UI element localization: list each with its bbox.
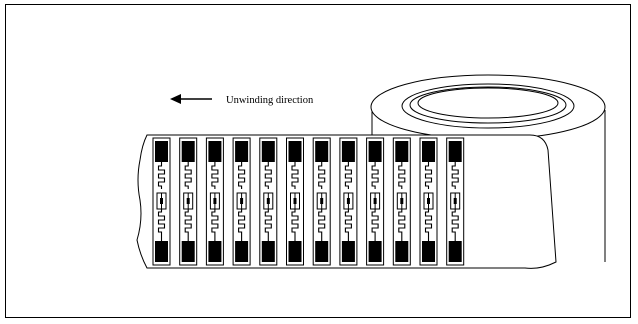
rfid-tag-icon	[179, 137, 198, 266]
rfid-tag-icon	[339, 137, 358, 266]
rfid-tag-icon	[446, 137, 465, 266]
arrow-left-icon	[170, 94, 212, 104]
rfid-tag-icon	[259, 137, 278, 266]
rfid-tag-icon	[366, 137, 385, 266]
rfid-tag-icon	[205, 137, 224, 266]
rfid-tag-icon	[285, 137, 305, 266]
rfid-tag-icon	[392, 137, 411, 266]
rfid-tag-icon	[152, 137, 171, 266]
rfid-tag-icon	[232, 137, 251, 266]
rfid-tag-icon	[312, 137, 331, 266]
unwinding-direction-label: Unwinding direction	[226, 95, 314, 106]
rfid-tag-icon	[419, 137, 438, 266]
